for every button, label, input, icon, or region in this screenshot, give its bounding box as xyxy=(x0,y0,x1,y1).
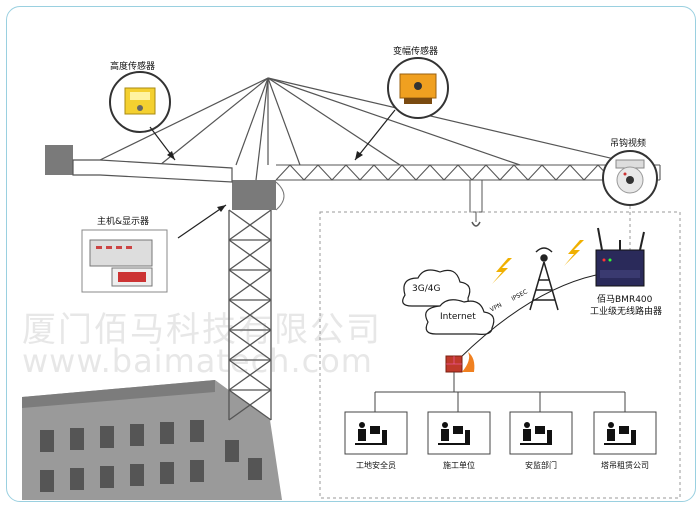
network-zone xyxy=(319,211,681,499)
router-desc-label: 工业级无线路由器 xyxy=(590,307,663,317)
hook-video-label: 吊钩视频 xyxy=(610,139,647,149)
crane-peak xyxy=(99,77,641,181)
hook-camera-callout xyxy=(602,150,658,206)
host-display-label: 主机&显示器 xyxy=(97,217,150,227)
main-jib xyxy=(275,164,661,181)
height-sensor-callout xyxy=(109,71,176,161)
watermark-company: 厦门佰马科技有限公司 xyxy=(22,310,382,350)
amplitude-sensor-callout xyxy=(354,57,449,161)
hook-trolley xyxy=(469,179,483,227)
vpn-link xyxy=(459,274,597,359)
office-label: 安监部门 xyxy=(525,461,557,470)
crane-tower xyxy=(228,209,272,421)
lightning-icons xyxy=(492,240,584,284)
crane-cab xyxy=(232,180,285,211)
office-label: 工地安全员 xyxy=(356,461,396,470)
host-display-callout xyxy=(81,204,227,293)
building xyxy=(22,380,282,500)
office-workstations xyxy=(344,411,657,455)
cell-tower-icon xyxy=(529,247,559,311)
cloud-3g4g-label: 3G/4G xyxy=(412,284,441,294)
office-connectors xyxy=(374,372,626,412)
counter-jib xyxy=(45,145,233,183)
router-icon xyxy=(595,227,645,287)
amplitude-sensor-label: 变幅传感器 xyxy=(393,47,439,57)
office-label: 施工单位 xyxy=(443,461,475,470)
cloud-internet xyxy=(425,299,495,335)
router-name-label: 佰马BMR400 xyxy=(597,295,653,305)
firewall-icon xyxy=(445,352,475,373)
cloud-3g4g xyxy=(402,269,471,307)
office-label: 塔吊租赁公司 xyxy=(601,461,649,470)
height-sensor-label: 高度传感器 xyxy=(110,62,156,72)
watermark-url: www.baimatech.com xyxy=(22,342,373,380)
internet-label: Internet xyxy=(440,312,476,322)
